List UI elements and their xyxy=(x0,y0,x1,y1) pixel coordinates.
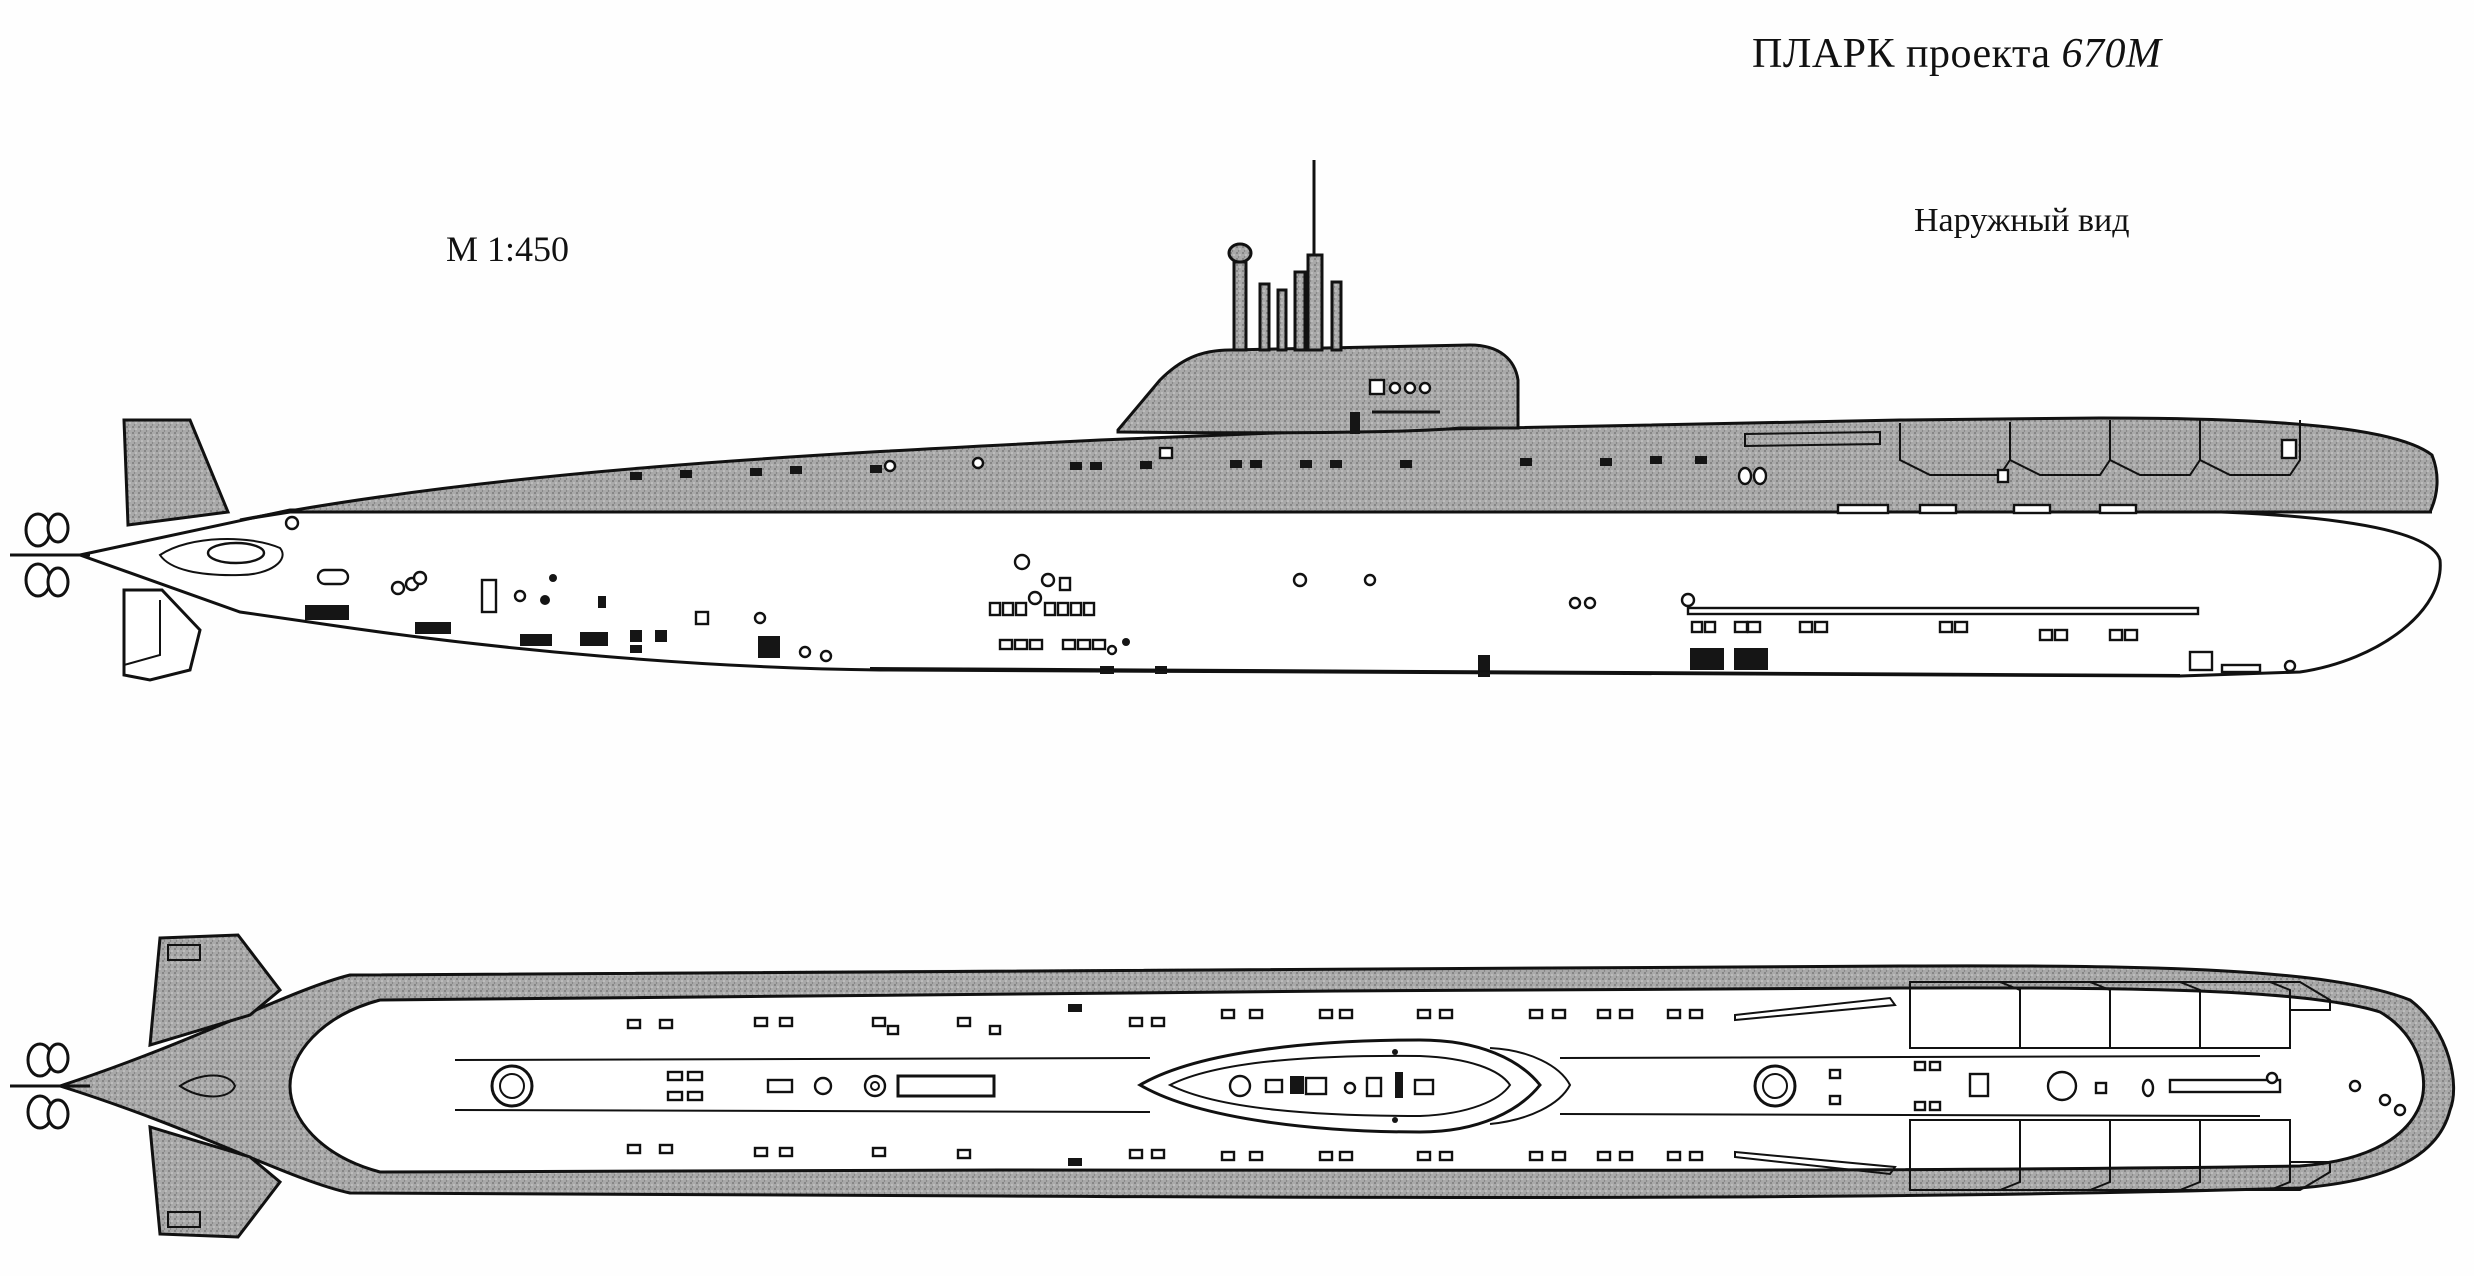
side-sail xyxy=(1116,343,1520,435)
title-model: 670М xyxy=(2061,31,2162,77)
side-hull-lower xyxy=(74,508,2442,678)
plan-missile-containers xyxy=(1734,981,2407,1191)
plan-stern-fin xyxy=(148,933,283,1048)
side-masts xyxy=(1227,160,1343,352)
side-hull-upper xyxy=(239,416,2439,522)
title-prefix: ПЛАРК проекта xyxy=(1752,31,2062,77)
drawing-title: ПЛАРК проекта 670М xyxy=(1752,30,2162,78)
side-lower-rudder xyxy=(122,588,202,682)
plan-deck-fittings xyxy=(626,1004,1942,1166)
side-hull-fittings xyxy=(284,515,2297,677)
side-profile xyxy=(10,160,2442,682)
side-upper-rudder xyxy=(122,418,231,527)
plan-propellers xyxy=(10,1042,90,1130)
side-stabilizer xyxy=(158,538,284,577)
view-label: Наружный вид xyxy=(1914,202,2130,239)
plan-view xyxy=(10,933,2456,1239)
plan-sail xyxy=(1137,1038,1542,1134)
side-deck-fittings xyxy=(630,378,1707,480)
scale-label: М 1:450 xyxy=(446,229,570,269)
side-propellers xyxy=(10,512,90,598)
side-missile-panels xyxy=(1737,420,2301,515)
plan-sail-details xyxy=(1228,1049,1435,1123)
